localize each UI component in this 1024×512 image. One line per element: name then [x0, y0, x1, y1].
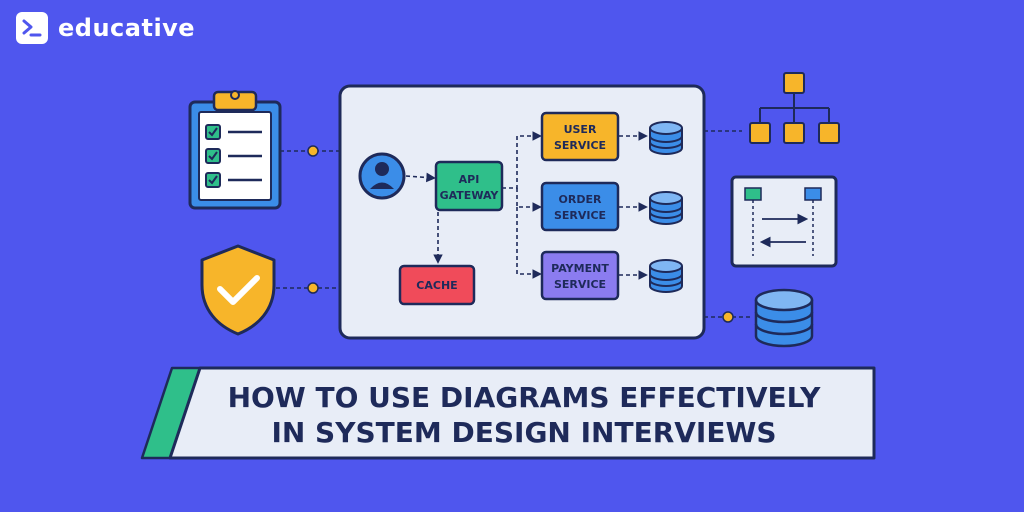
connector-dot — [307, 145, 319, 157]
user-icon — [358, 152, 406, 200]
title-line-1: HOW TO USE DIAGRAMS EFFECTIVELY — [228, 381, 821, 414]
brand-name: educative — [58, 14, 196, 42]
shield-check-icon — [200, 244, 276, 336]
user-service-label-line2: SERVICE — [554, 139, 606, 152]
cache-box: CACHE — [398, 264, 476, 306]
database-icon — [649, 191, 683, 225]
connector-gateway-to-payment-service — [516, 207, 542, 279]
connector-dot — [722, 311, 734, 323]
order-service-label-line1: ORDER — [559, 193, 602, 206]
title-line-2: IN SYSTEM DESIGN INTERVIEWS — [271, 416, 776, 449]
hierarchy-icon — [749, 72, 840, 144]
database-icon — [649, 259, 683, 293]
payment-service-label-line2: SERVICE — [554, 278, 606, 291]
connector-user-to-gateway — [405, 172, 436, 183]
payment-service-box: PAYMENT SERVICE — [540, 250, 620, 301]
database-icon — [754, 288, 814, 348]
api-gateway-label-line1: API — [459, 173, 480, 186]
order-service-box: ORDER SERVICE — [540, 181, 620, 232]
database-icon — [649, 121, 683, 155]
api-gateway-box: API GATEWAY — [434, 160, 504, 212]
brand: educative — [16, 12, 195, 44]
user-service-box: USER SERVICE — [540, 111, 620, 162]
panel-connectors — [405, 131, 648, 280]
cache-label: CACHE — [416, 279, 457, 292]
sequence-diagram-icon — [730, 175, 838, 268]
order-service-label-line2: SERVICE — [554, 209, 606, 222]
title-banner: HOW TO USE DIAGRAMS EFFECTIVELY IN SYSTE… — [140, 366, 876, 460]
user-service-label-line1: USER — [564, 123, 597, 136]
connector-dot — [307, 282, 319, 294]
educative-logo-icon — [16, 12, 48, 44]
connector-gateway-to-user-service — [502, 131, 542, 189]
clipboard-checklist-icon — [188, 90, 282, 210]
payment-service-label-line1: PAYMENT — [551, 262, 609, 275]
api-gateway-label-line2: GATEWAY — [440, 189, 500, 202]
